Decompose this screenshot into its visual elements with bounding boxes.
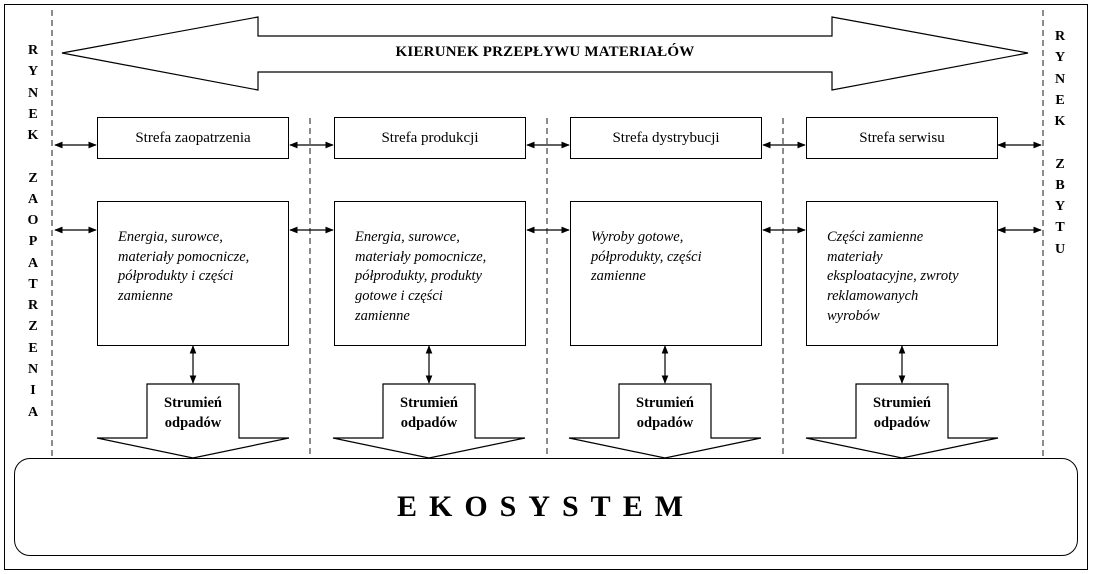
left-market-letter: N xyxy=(27,361,39,377)
waste-stream-label-3: Strumień odpadów xyxy=(620,394,710,433)
waste-line-2: odpadów xyxy=(164,414,222,431)
waste-line-2: odpadów xyxy=(400,414,458,431)
zone-title-label: Strefa serwisu xyxy=(859,129,945,146)
waste-line-1: Strumień xyxy=(164,395,222,411)
zone-content-production: Energia, surowce, materiały pomocnicze, … xyxy=(334,201,526,346)
content-line: gotowe i części xyxy=(355,288,443,305)
content-line: reklamowanych xyxy=(827,288,919,305)
left-market-letter: Z xyxy=(28,170,38,186)
waste-line-2: odpadów xyxy=(873,414,931,431)
left-market-letter: Z xyxy=(28,319,38,335)
left-market-letter: E xyxy=(28,106,38,122)
left-market-letter: R xyxy=(27,43,39,58)
right-market-letter: N xyxy=(1054,71,1066,87)
zone-title-label: Strefa zaopatrzenia xyxy=(135,129,251,146)
left-market-letter: E xyxy=(28,340,38,356)
right-market-letter: Y xyxy=(1054,50,1066,66)
waste-stream-label-4: Strumień odpadów xyxy=(857,394,947,433)
zone-title-distribution: Strefa dystrybucji xyxy=(570,117,762,159)
right-market-letter: T xyxy=(1055,220,1065,236)
waste-line-2: odpadów xyxy=(636,414,694,431)
right-market-letter: Z xyxy=(1055,156,1065,172)
content-line: zamienne xyxy=(591,268,646,285)
left-market-letter: A xyxy=(27,255,39,271)
content-line: Energia, surowce, xyxy=(355,229,460,245)
content-line: materiały pomocnicze, xyxy=(355,248,487,265)
left-market-letter xyxy=(23,146,43,167)
content-line: materiały pomocnicze, xyxy=(118,248,250,265)
content-line: Części zamienne xyxy=(827,229,924,245)
left-market-letter: T xyxy=(28,276,38,292)
left-market-letter: A xyxy=(27,191,39,207)
content-line: Wyroby gotowe, xyxy=(591,229,684,245)
content-line: eksploatacyjne, zwroty xyxy=(827,268,959,285)
content-line: wyrobów xyxy=(827,307,880,324)
content-line: półprodukty, produkty xyxy=(355,268,482,285)
right-market-letter: Y xyxy=(1054,199,1066,215)
waste-stream-label-2: Strumień odpadów xyxy=(384,394,474,433)
content-line: zamienne xyxy=(355,307,410,324)
waste-line-1: Strumień xyxy=(873,395,931,411)
left-market-letter: N xyxy=(27,85,39,101)
waste-line-1: Strumień xyxy=(400,395,458,411)
left-market-letter: O xyxy=(27,213,39,229)
content-line: materiały xyxy=(827,248,883,265)
left-market-letter: A xyxy=(27,404,39,420)
content-line: Energia, surowce, xyxy=(118,229,223,245)
zone-title-label: Strefa dystrybucji xyxy=(612,129,720,146)
content-line: półprodukty i części xyxy=(118,268,234,285)
left-market-letter: Y xyxy=(27,64,39,80)
zone-content-service: Części zamienne materiały eksploatacyjne… xyxy=(806,201,998,346)
content-line: półprodukty, części xyxy=(591,248,702,265)
right-market-letter: E xyxy=(1055,92,1065,108)
left-market-letter: R xyxy=(27,298,39,314)
zone-title-service: Strefa serwisu xyxy=(806,117,998,159)
right-market-letter: R xyxy=(1054,29,1066,44)
right-market-letter xyxy=(1050,132,1070,153)
flow-direction-title: KIERUNEK PRZEPŁYWU MATERIAŁÓW xyxy=(395,44,695,60)
right-market-letter: K xyxy=(1054,114,1066,130)
zone-content-distribution: Wyroby gotowe, półprodukty, części zamie… xyxy=(570,201,762,346)
right-market-letter: B xyxy=(1055,177,1065,193)
left-market-letter: K xyxy=(27,128,39,144)
waste-line-1: Strumień xyxy=(636,395,694,411)
content-line: zamienne xyxy=(118,288,173,305)
left-market-letter: P xyxy=(28,234,38,250)
zone-title-supply: Strefa zaopatrzenia xyxy=(97,117,289,159)
right-market-letter: U xyxy=(1054,241,1066,257)
zone-content-supply: Energia, surowce, materiały pomocnicze, … xyxy=(97,201,289,346)
zone-title-label: Strefa produkcji xyxy=(381,129,479,146)
left-market-letter: I xyxy=(30,383,36,399)
zone-title-production: Strefa produkcji xyxy=(334,117,526,159)
diagram-frame xyxy=(4,4,1088,570)
ecosystem-label: EKOSYSTEM xyxy=(396,490,696,523)
ecosystem-box: EKOSYSTEM xyxy=(14,458,1078,556)
waste-stream-label-1: Strumień odpadów xyxy=(148,394,238,433)
